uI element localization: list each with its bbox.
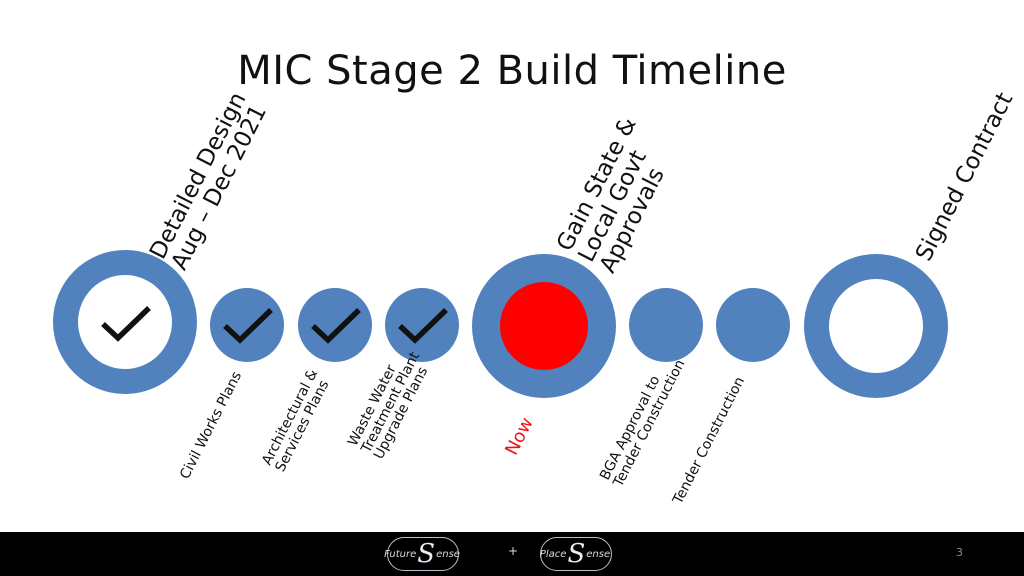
milestone-waste-water-circle [385,288,459,362]
label-approvals: Gain State & Local Govt Approvals [552,113,671,278]
slide: MIC Stage 2 Build Timeline Detailed Desi… [53,48,1019,507]
label-signed-contract: Signed Contract [911,88,1019,266]
label-detailed-design: Detailed Design Aug – Dec 2021 [145,88,273,275]
label-bga: BGA Approval to Tender Construction [597,357,689,490]
milestone-detailed-design-inner [78,275,172,369]
check-icon [223,308,273,344]
check-icon [101,306,151,342]
milestone-civil-works-circle [210,288,284,362]
label-waste-water: Waste Water Treatment Plant Upgrade Plan… [345,349,432,463]
label-now: Now [501,414,538,459]
check-icon [311,308,361,344]
label-civil-works: Civil Works Plans [177,369,246,482]
milestone-tender-circle [716,288,790,362]
page-number: 3 [956,546,963,559]
label-tender: Tender Construction [670,374,749,507]
slide-title: MIC Stage 2 Build Timeline [237,48,787,94]
now-marker [500,282,588,370]
plus-sign: + [508,544,519,558]
label-architectural: Architectural & Services Plans [259,366,333,475]
milestone-signed-contract-circle [804,254,948,398]
milestone-detailed-design-circle [53,250,197,394]
milestone-approvals-circle [472,254,616,398]
milestone-bga-circle [629,288,703,362]
check-icon [398,308,448,344]
milestone-architectural-circle [298,288,372,362]
milestone-signed-contract-inner [829,279,923,373]
